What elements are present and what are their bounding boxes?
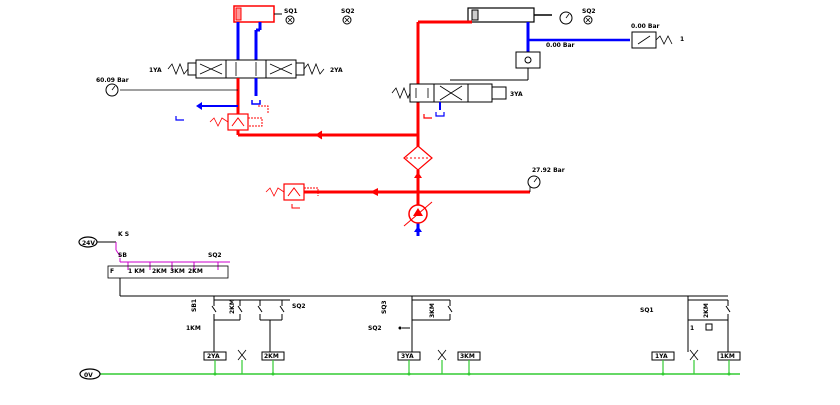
left-cylinder-lines: [236, 22, 262, 60]
right-gauge-value-b: 0.00 Bar: [546, 42, 575, 49]
left-directional-valve[interactable]: [167, 59, 325, 79]
limit-switch-sq1-icon[interactable]: [285, 15, 295, 25]
label-km3: 3KM: [429, 303, 436, 318]
limit-switch-sq2-icon[interactable]: [342, 15, 352, 25]
label-sq2-r2: SQ2: [368, 325, 382, 332]
label-sb1: SB1: [191, 299, 198, 312]
label-f: F: [110, 268, 114, 275]
label-sq2-relay: SQ2: [208, 252, 222, 259]
coil-1ya-label: 1YA: [655, 353, 668, 360]
label-24v: 24V: [82, 240, 95, 247]
coil-x-icon-2: [437, 349, 447, 361]
left-cylinder[interactable]: [233, 5, 282, 23]
label-km4: 2KM: [703, 303, 710, 318]
rung-2[interactable]: [398, 296, 453, 352]
right-pressure-gauge-top[interactable]: [559, 11, 573, 25]
ground-0v[interactable]: [79, 368, 101, 380]
label-switch-1: 1: [680, 36, 684, 43]
label-sq2-right: SQ2: [582, 8, 596, 15]
label-3km: 3KM: [170, 268, 185, 275]
label-sq3: SQ3: [381, 300, 388, 314]
label-sq2-top: SQ2: [341, 8, 355, 15]
left-pressure-lines: [120, 78, 418, 140]
left-gauge-value: 60.09 Bar: [96, 77, 129, 84]
coil-3ya-label: 3YA: [401, 353, 414, 360]
left-relief-valve[interactable]: [175, 102, 269, 131]
right-gauge-value-a: 0.00 Bar: [631, 23, 660, 30]
relay-block[interactable]: [107, 265, 728, 297]
right-check-valve[interactable]: [450, 51, 541, 81]
pump-lines: [300, 170, 531, 236]
right-directional-valve[interactable]: [391, 83, 507, 103]
pressure-switch[interactable]: [631, 31, 673, 49]
left-pressure-gauge[interactable]: [105, 83, 119, 97]
variable-pump[interactable]: [403, 201, 433, 227]
label-one-r3: 1: [690, 325, 694, 332]
label-2km: 2KM: [152, 268, 167, 275]
coil-1km-label: 1KM: [720, 353, 735, 360]
right-cylinder[interactable]: [467, 7, 552, 23]
coil-2km-label: 2KM: [264, 353, 279, 360]
label-2kmb: 2KM: [188, 268, 203, 275]
main-relief-valve[interactable]: [265, 183, 319, 209]
pump-pressure-gauge[interactable]: [527, 175, 541, 189]
coil-x-icon-1: [237, 349, 247, 361]
coil-3km-label: 3KM: [460, 353, 475, 360]
label-sq1-r3: SQ1: [640, 307, 654, 314]
label-1ya: 1YA: [149, 67, 162, 74]
ground-wires: [100, 360, 740, 376]
label-km1: 1KM: [186, 325, 201, 332]
pump-gauge-value: 27.92 Bar: [532, 167, 565, 174]
label-sb: SB: [118, 252, 127, 259]
label-ks: K S: [118, 231, 129, 238]
label-sq2-r1: SQ2: [292, 303, 306, 310]
right-valve-return: [423, 102, 445, 119]
label-2ya: 2YA: [330, 67, 343, 74]
label-sq1-top: SQ1: [284, 8, 298, 15]
label-1km: 1 KM: [128, 268, 145, 275]
rung-1[interactable]: [211, 296, 290, 352]
limit-switch-sq2-right-icon[interactable]: [583, 15, 593, 25]
label-3ya: 3YA: [510, 91, 523, 98]
rung-3[interactable]: [687, 296, 731, 352]
coil-2ya-label: 2YA: [207, 353, 220, 360]
label-0v: 0V: [84, 372, 93, 379]
coil-x-icon-3: [689, 349, 699, 361]
filter[interactable]: [403, 145, 433, 171]
label-km2: 2KM: [229, 299, 236, 314]
